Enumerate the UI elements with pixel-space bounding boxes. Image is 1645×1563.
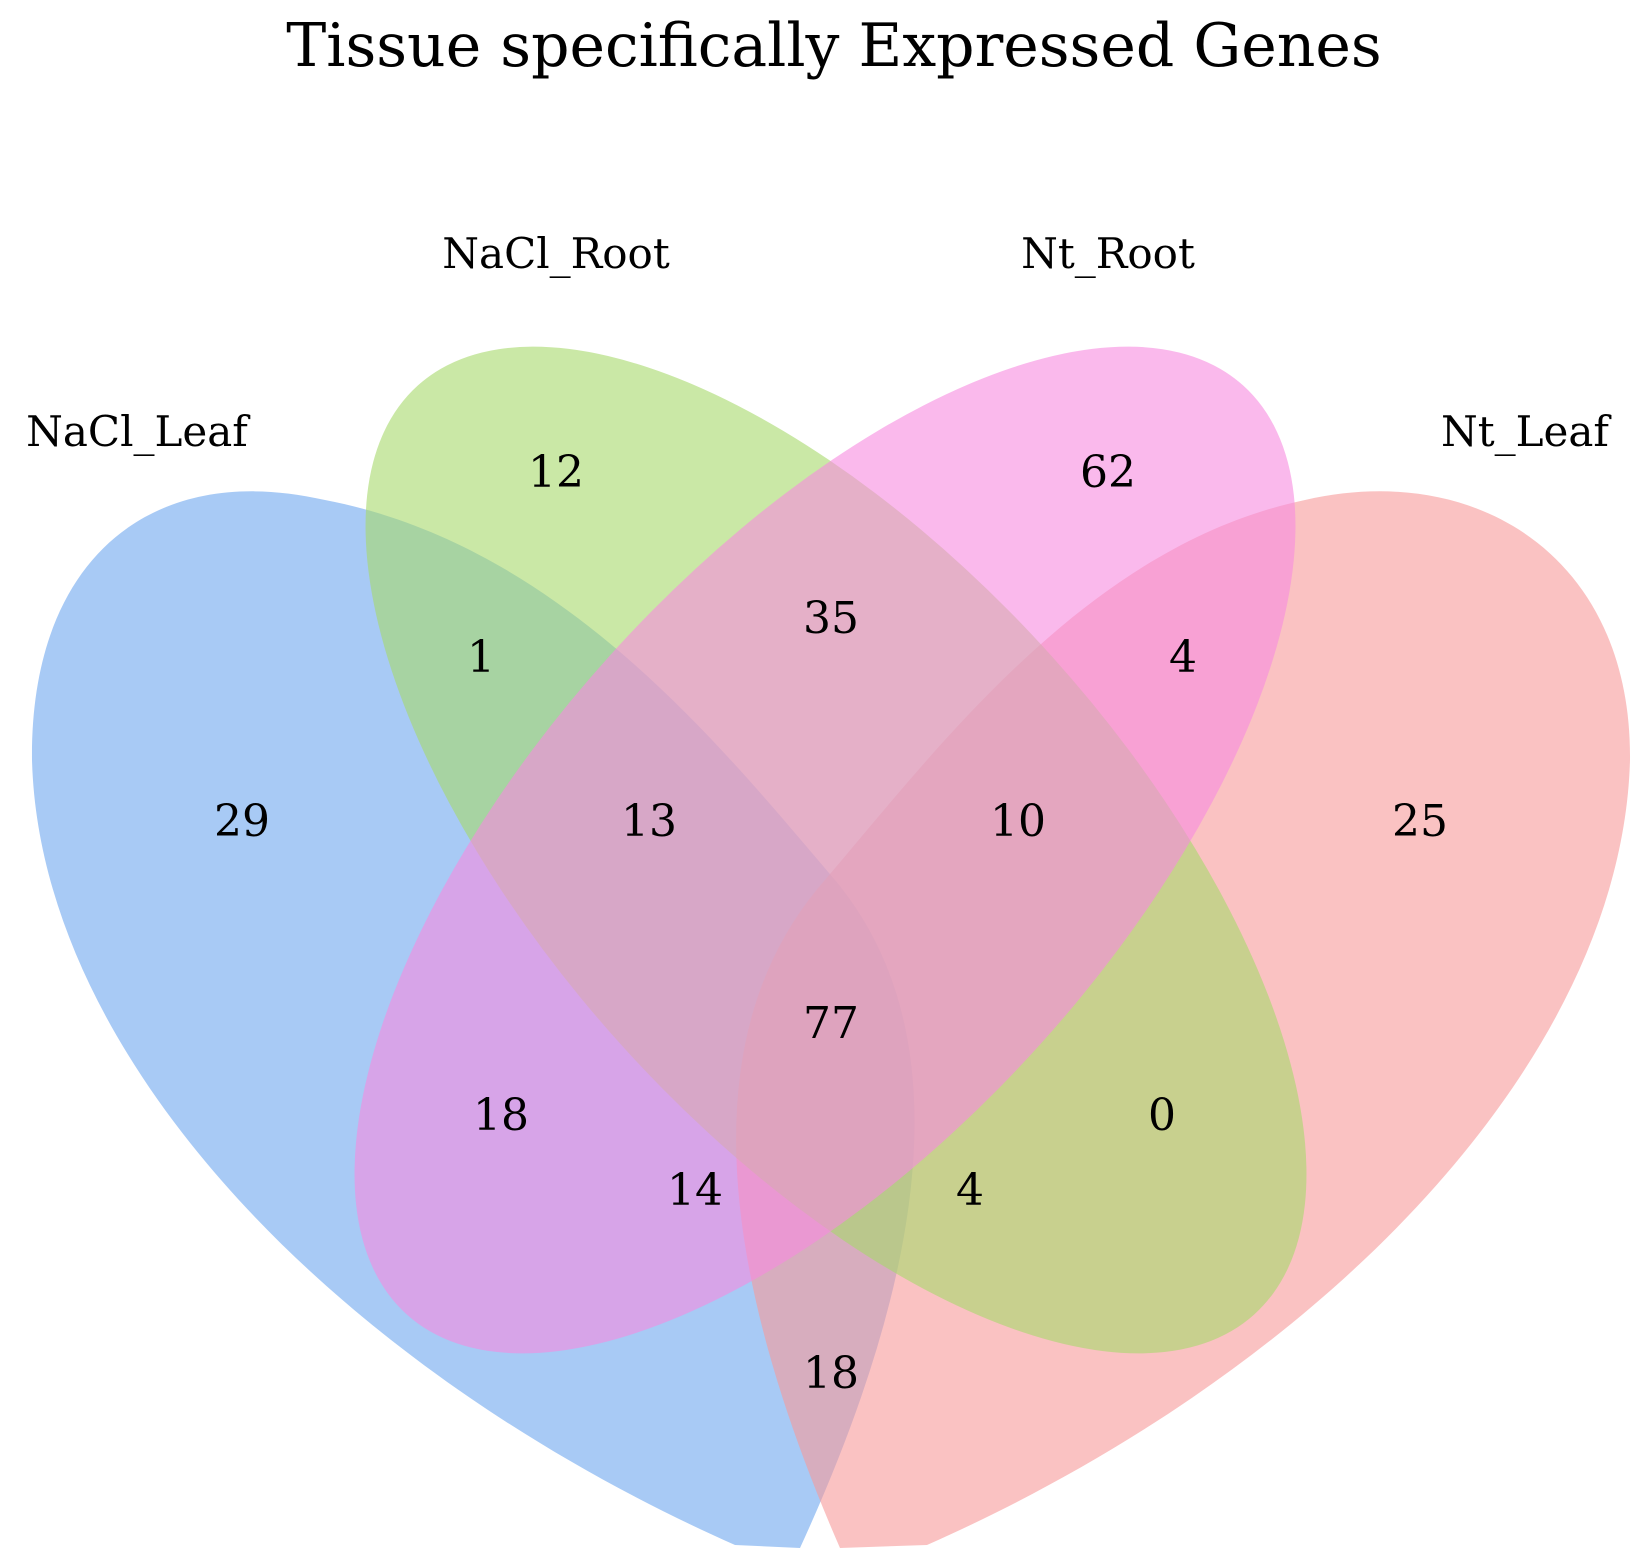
count-nt-root-nt-leaf: 4	[1169, 632, 1197, 683]
set-label-nacl-leaf: NaCl_Leaf	[26, 407, 251, 456]
diagram-title: Tissue specifically Expressed Genes	[286, 11, 1381, 81]
count-nt-root-only: 62	[1080, 447, 1136, 498]
set-shapes	[31, 346, 1631, 1548]
count-nacl-leaf-only: 29	[214, 796, 270, 847]
count-nacl-leaf-nt-leaf: 18	[803, 1348, 859, 1399]
count-nacl-root-nt-leaf: 0	[1148, 1090, 1176, 1141]
count-nacl-leaf-nt-root: 18	[473, 1090, 529, 1141]
count-nacl-leaf-nacl-root-nt-leaf: 4	[956, 1165, 984, 1216]
count-nacl-root-only: 12	[528, 447, 584, 498]
set-label-nt-leaf: Nt_Leaf	[1441, 407, 1612, 456]
count-nacl-leaf-nt-root-nt-leaf: 14	[667, 1165, 723, 1216]
count-nacl-leaf-nacl-root: 1	[467, 632, 495, 683]
count-nt-leaf-only: 25	[1392, 796, 1448, 847]
set-label-nt-root: Nt_Root	[1021, 229, 1195, 278]
set-label-nacl-root: NaCl_Root	[442, 229, 670, 278]
count-nacl-root-nt-root: 35	[803, 593, 859, 644]
count-nacl-leaf-nacl-root-nt-root: 13	[621, 796, 677, 847]
set-labels: NaCl_Leaf NaCl_Root Nt_Root Nt_Leaf	[26, 229, 1612, 456]
count-all-four: 77	[803, 998, 859, 1049]
count-nacl-root-nt-root-nt-leaf: 10	[990, 796, 1046, 847]
set-shape-nt-root	[354, 346, 1296, 1354]
region-counts: 29 12 62 25 1 35 4 13 10 77 18 0 14 4 18	[214, 447, 1448, 1399]
